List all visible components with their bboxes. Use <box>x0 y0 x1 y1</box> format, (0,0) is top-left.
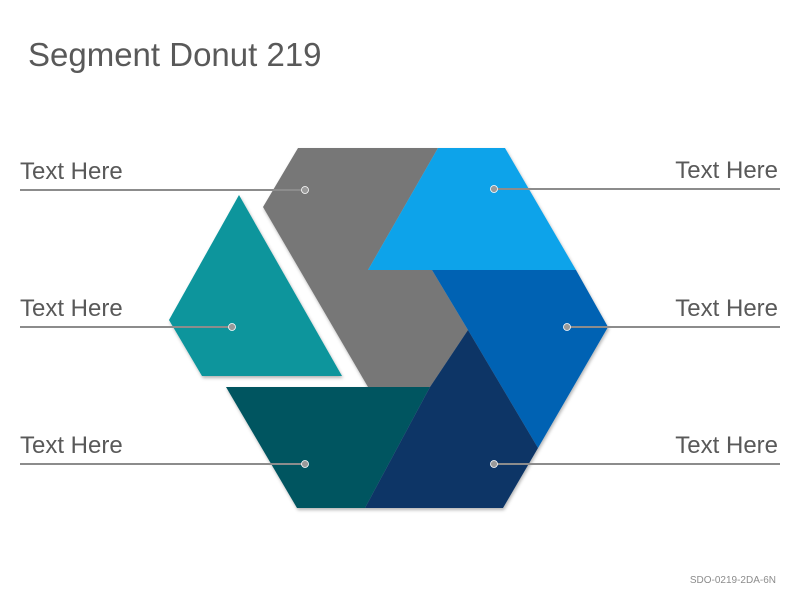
connector-dot-left-middle <box>228 323 236 331</box>
label-right-bottom: Text Here <box>675 432 778 459</box>
segment-light-blue <box>368 148 576 270</box>
connector-dot-left-bottom <box>301 460 309 468</box>
label-left-top: Text Here <box>20 158 123 185</box>
connector-dot-right-middle <box>563 323 571 331</box>
slide-code: SDO-0219-2DA-6N <box>689 575 776 586</box>
segment-blue <box>432 270 608 448</box>
label-left-middle: Text Here <box>20 295 123 322</box>
label-right-top: Text Here <box>675 157 778 184</box>
connector-dot-left-top <box>301 186 309 194</box>
label-left-bottom: Text Here <box>20 432 123 459</box>
segment-dark-teal <box>226 387 430 508</box>
connector-dot-right-bottom <box>490 460 498 468</box>
label-right-middle: Text Here <box>675 295 778 322</box>
segment-teal <box>169 195 342 376</box>
slide-title: Segment Donut 219 <box>28 36 322 73</box>
segment-gray <box>263 148 468 387</box>
connector-dot-right-top <box>490 185 498 193</box>
